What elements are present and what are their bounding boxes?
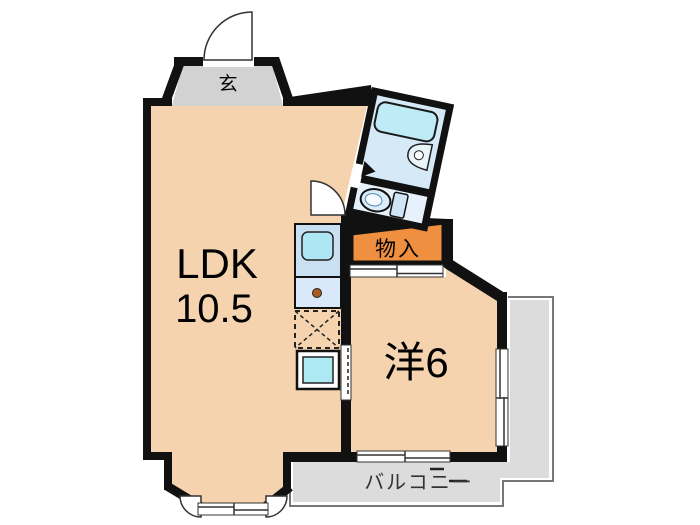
kitchen-sink-icon — [301, 231, 334, 261]
wall-ldk-western-lower — [341, 400, 351, 462]
wall-left — [143, 98, 151, 460]
door-leaf-icon — [361, 161, 376, 177]
entrance-door-swing-icon — [203, 11, 253, 61]
stove — [294, 276, 342, 309]
wall-bottom-left — [143, 452, 172, 460]
stove-burner-icon — [312, 288, 322, 298]
bathtub-icon — [373, 101, 439, 143]
bay-window-fan-right — [265, 495, 288, 518]
wall-top-right — [283, 85, 373, 106]
balcony-outline — [289, 296, 554, 507]
toilet-icon — [359, 188, 409, 219]
balcony-window — [356, 450, 451, 463]
wall-bottom-ldk — [283, 452, 351, 462]
western-room-label: 洋6 — [383, 339, 448, 386]
entrance-wall-left — [162, 57, 187, 98]
side-window — [495, 348, 509, 447]
wall-top-left — [143, 98, 172, 106]
washbasin-drain — [413, 150, 424, 161]
entrance-floor — [172, 64, 283, 106]
balcony-floor — [293, 300, 549, 502]
room-sliding-door — [340, 344, 352, 401]
western-room-floor — [351, 266, 497, 452]
ldk-size-label: 10.5 — [175, 287, 253, 331]
kitchen-unit — [294, 223, 342, 309]
bay-window — [179, 495, 288, 518]
washroom-door-opening — [349, 162, 365, 189]
ldk-label: LDK — [176, 240, 258, 287]
refrigerator-space-icon — [294, 310, 340, 349]
wall-diagonal — [444, 258, 504, 302]
wall-ldk-western-upper — [341, 216, 351, 345]
washroom-door-swing-icon — [310, 180, 346, 216]
bay-window-fan-left — [179, 495, 202, 518]
wall-step-right — [283, 452, 291, 490]
wall-right-upper — [497, 292, 507, 349]
wall-step-left — [164, 452, 172, 490]
storage-label: 物入 — [375, 238, 421, 261]
storage-sliding-door — [349, 264, 444, 278]
entrance-label: 玄 — [218, 73, 237, 95]
balcony-label: バルコニー — [364, 472, 474, 494]
washing-machine-pan-icon — [295, 349, 341, 391]
bath-unit — [344, 86, 455, 232]
entrance-wall-right — [269, 57, 293, 98]
